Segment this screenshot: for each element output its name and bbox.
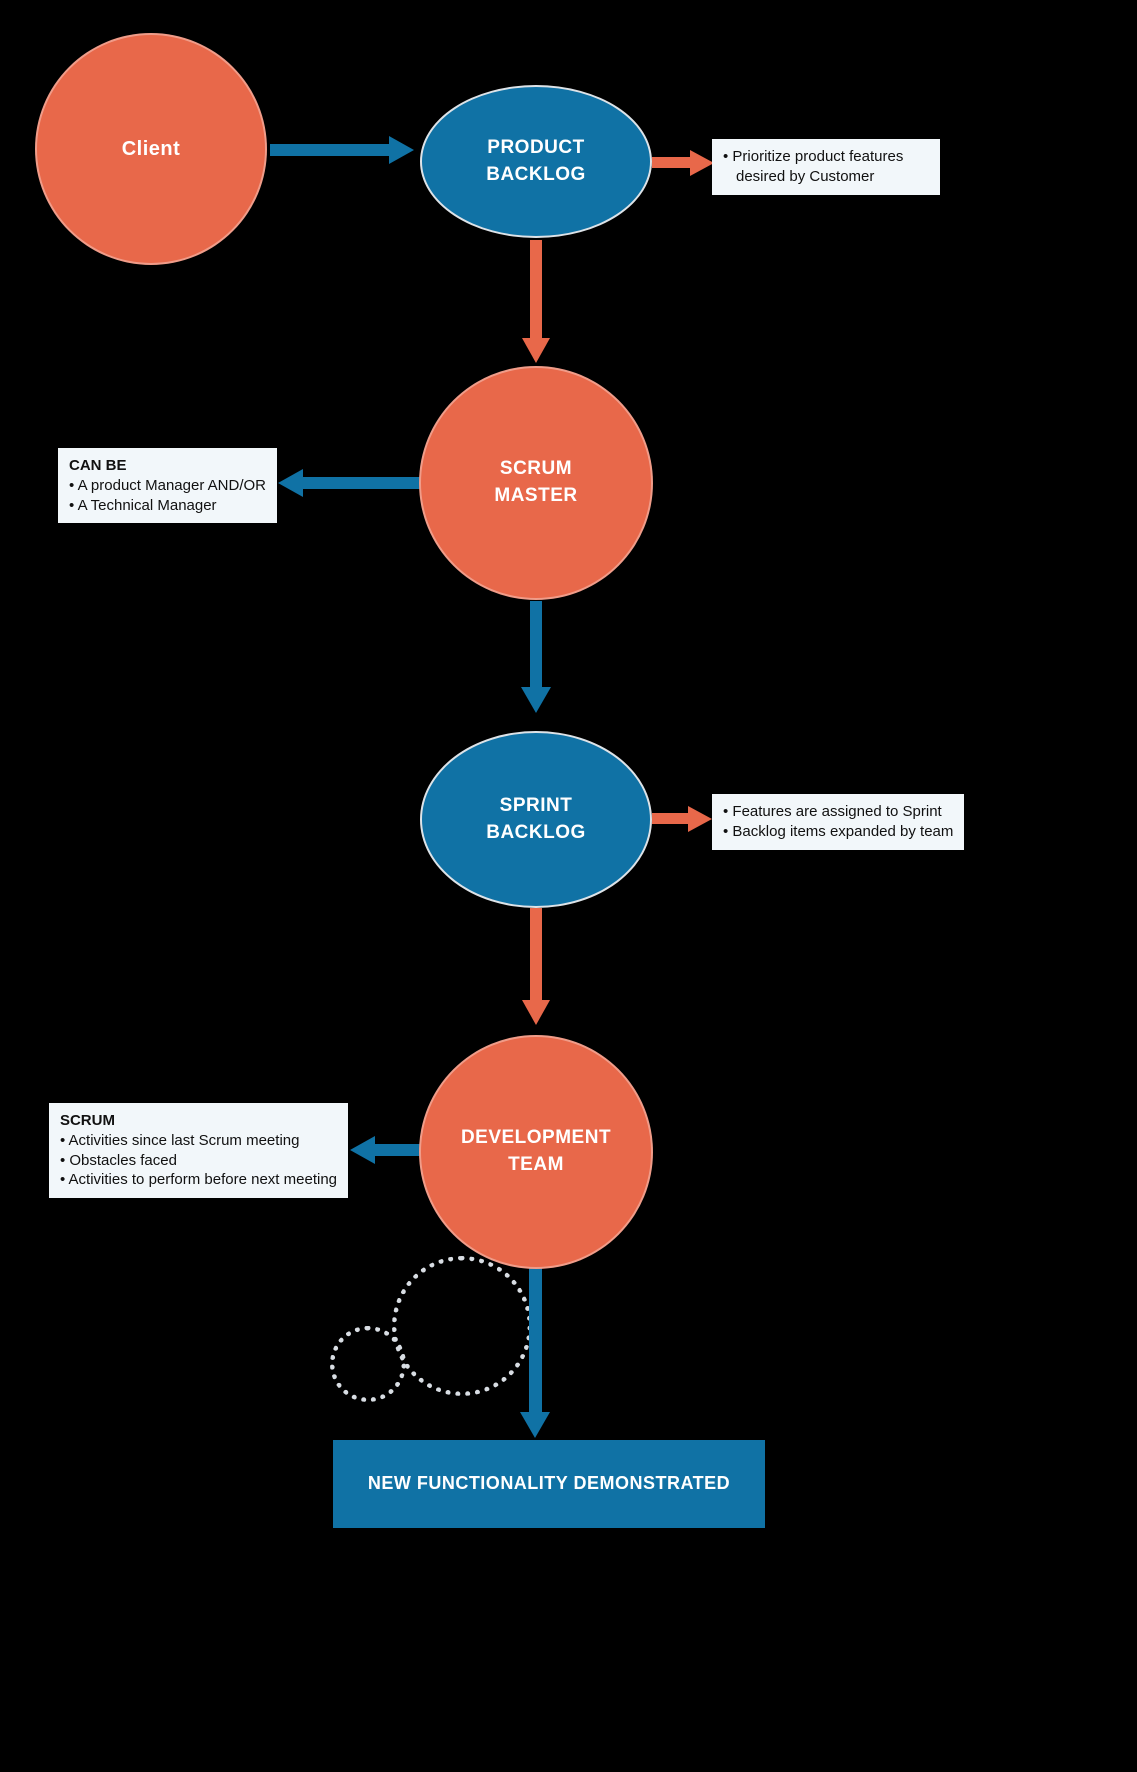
note-title: SCRUM — [59, 1112, 115, 1129]
arrow-shaft — [301, 477, 420, 489]
arrow-head — [520, 1412, 550, 1438]
arrow-shaft — [373, 1144, 420, 1156]
arrow-shaft — [530, 240, 542, 340]
node-product-backlog: PRODUCT BACKLOG — [420, 85, 652, 238]
node-client: Client — [35, 33, 267, 265]
arrow-shaft — [652, 157, 692, 168]
node-client-label: Client — [121, 138, 181, 160]
arrow-head — [521, 687, 551, 713]
node-development-team-label: DEVELOPMENT TEAM — [460, 1127, 612, 1175]
note-scrum-master: CAN BE • A product Manager AND/OR • A Te… — [57, 448, 277, 524]
dotted-circle-large — [392, 1256, 532, 1396]
dotted-circle-small — [330, 1326, 406, 1402]
node-scrum-master: SCRUM MASTER — [419, 366, 653, 600]
arrow-head — [389, 136, 414, 164]
note-item: • Obstacles faced — [59, 1151, 177, 1169]
arrow-head — [690, 150, 714, 176]
arrow-shaft — [652, 813, 690, 824]
note-item: • Prioritize product features desired by… — [723, 148, 904, 185]
arrow-head — [350, 1136, 375, 1164]
node-development-team: DEVELOPMENT TEAM — [419, 1035, 653, 1269]
note-item: • Backlog items expanded by team — [723, 822, 954, 840]
arrow-shaft — [530, 601, 542, 689]
arrow-shaft — [530, 908, 542, 1002]
arrow-shaft — [270, 144, 390, 156]
note-development-team: SCRUM • Activities since last Scrum meet… — [48, 1103, 348, 1199]
note-product-backlog: • Prioritize product features desired by… — [712, 139, 940, 195]
node-sprint-backlog: SPRINT BACKLOG — [420, 731, 652, 908]
note-item: • Activities to perform before next meet… — [59, 1171, 337, 1189]
node-sprint-backlog-label: SPRINT BACKLOG — [486, 794, 586, 843]
arrow-head — [688, 806, 712, 832]
arrow-head — [522, 1000, 550, 1025]
node-new-functionality: NEW FUNCTIONALITY DEMONSTRATED — [333, 1440, 765, 1528]
note-item: • A product Manager AND/OR — [68, 476, 266, 494]
node-product-backlog-label: PRODUCT BACKLOG — [486, 136, 586, 185]
node-scrum-master-label: SCRUM MASTER — [494, 458, 578, 506]
arrow-head — [278, 469, 303, 497]
node-new-functionality-label: NEW FUNCTIONALITY DEMONSTRATED — [367, 1473, 731, 1494]
note-item: • Features are assigned to Sprint — [723, 803, 942, 820]
arrow-shaft — [529, 1266, 542, 1416]
arrow-head — [522, 338, 550, 363]
note-item: • A Technical Manager — [68, 496, 217, 514]
note-item: • Activities since last Scrum meeting — [59, 1131, 300, 1149]
note-title: CAN BE — [68, 457, 127, 474]
note-sprint-backlog: • Features are assigned to Sprint • Back… — [712, 794, 965, 850]
